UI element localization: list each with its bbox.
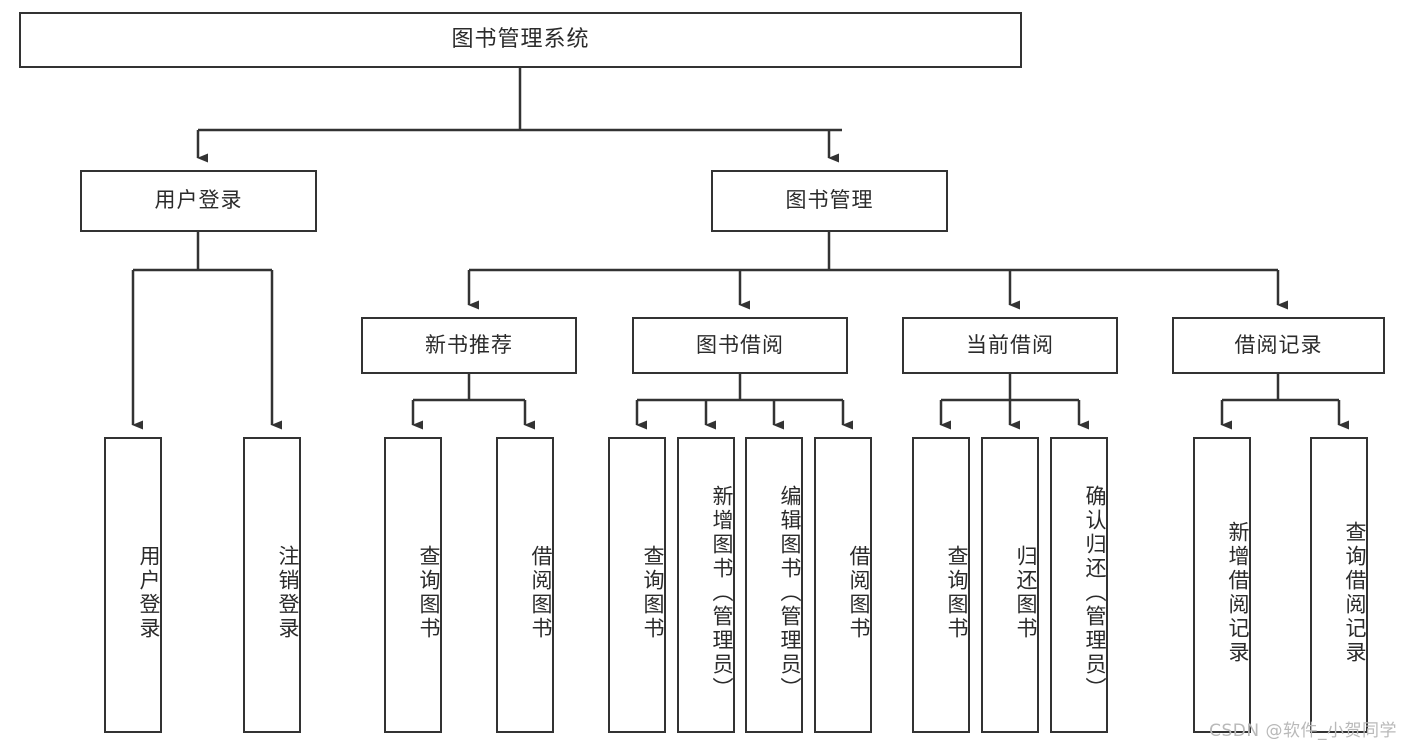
leaf-edit-book-admin[interactable]: 编辑图书（管理员） <box>745 437 803 733</box>
node-user-login[interactable]: 用户登录 <box>80 170 317 232</box>
node-label: 借阅图书 <box>529 545 553 641</box>
leaf-query-book-current[interactable]: 查询图书 <box>912 437 970 733</box>
leaf-borrow-book[interactable]: 借阅图书 <box>814 437 872 733</box>
node-label: 图书借阅 <box>696 332 784 357</box>
node-label: 新增借阅记录 <box>1226 521 1250 665</box>
node-label: 编辑图书（管理员） <box>778 485 802 701</box>
leaf-return-book[interactable]: 归还图书 <box>981 437 1039 733</box>
leaf-confirm-return-admin[interactable]: 确认归还（管理员） <box>1050 437 1108 733</box>
node-label: 注销登录 <box>276 545 300 641</box>
node-label: 借阅记录 <box>1234 332 1323 357</box>
leaf-query-book-borrow[interactable]: 查询图书 <box>608 437 666 733</box>
leaf-query-book-recommend[interactable]: 查询图书 <box>384 437 442 733</box>
node-label: 查询图书 <box>641 545 665 641</box>
node-borrowing-record[interactable]: 借阅记录 <box>1172 317 1385 374</box>
node-label: 图书管理 <box>785 188 874 213</box>
leaf-user-login[interactable]: 用户登录 <box>104 437 162 733</box>
node-book-management[interactable]: 图书管理 <box>711 170 948 232</box>
node-label: 归还图书 <box>1014 545 1038 641</box>
node-label: 查询图书 <box>417 545 441 641</box>
leaf-borrow-book-recommend[interactable]: 借阅图书 <box>496 437 554 733</box>
node-label: 新增图书（管理员） <box>710 485 734 701</box>
node-label: 当前借阅 <box>966 332 1054 357</box>
leaf-add-book-admin[interactable]: 新增图书（管理员） <box>677 437 735 733</box>
node-current-borrowing[interactable]: 当前借阅 <box>902 317 1118 374</box>
csdn-watermark: CSDN @软件_小贺同学 <box>1209 721 1397 741</box>
node-book-borrowing[interactable]: 图书借阅 <box>632 317 848 374</box>
leaf-logout[interactable]: 注销登录 <box>243 437 301 733</box>
leaf-query-borrow-record[interactable]: 查询借阅记录 <box>1310 437 1368 733</box>
node-label: 用户登录 <box>137 545 161 641</box>
node-root-book-management-system[interactable]: 图书管理系统 <box>19 12 1022 68</box>
node-label: 确认归还（管理员） <box>1083 485 1107 701</box>
node-label: 用户登录 <box>154 188 243 213</box>
node-label: 新书推荐 <box>425 332 513 357</box>
node-label: 查询图书 <box>945 545 969 641</box>
leaf-add-borrow-record[interactable]: 新增借阅记录 <box>1193 437 1251 733</box>
node-new-book-recommendation[interactable]: 新书推荐 <box>361 317 577 374</box>
node-label: 查询借阅记录 <box>1343 521 1367 665</box>
node-label: 借阅图书 <box>847 545 871 641</box>
node-label: 图书管理系统 <box>451 26 590 52</box>
